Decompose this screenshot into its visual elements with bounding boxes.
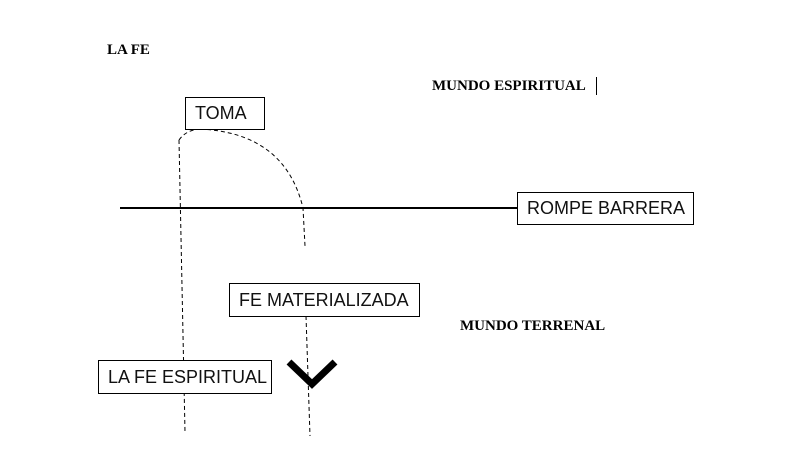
breaks-barrier-box: ROMPE BARRERA [517,192,694,225]
right-dashed-arc [199,128,306,247]
materialized-faith-box: FE MATERIALIZADA [229,283,420,317]
diagram-title: LA FE [107,42,150,58]
check-mark-icon [286,359,338,389]
spiritual-world-label: MUNDO ESPIRITUAL [432,78,586,94]
text-cursor [596,77,597,95]
toma-box: TOMA [185,97,265,130]
right-dashed-line [305,315,311,437]
spiritual-faith-box: LA FE ESPIRITUAL [98,360,272,394]
earthly-world-label: MUNDO TERRENAL [460,318,606,334]
